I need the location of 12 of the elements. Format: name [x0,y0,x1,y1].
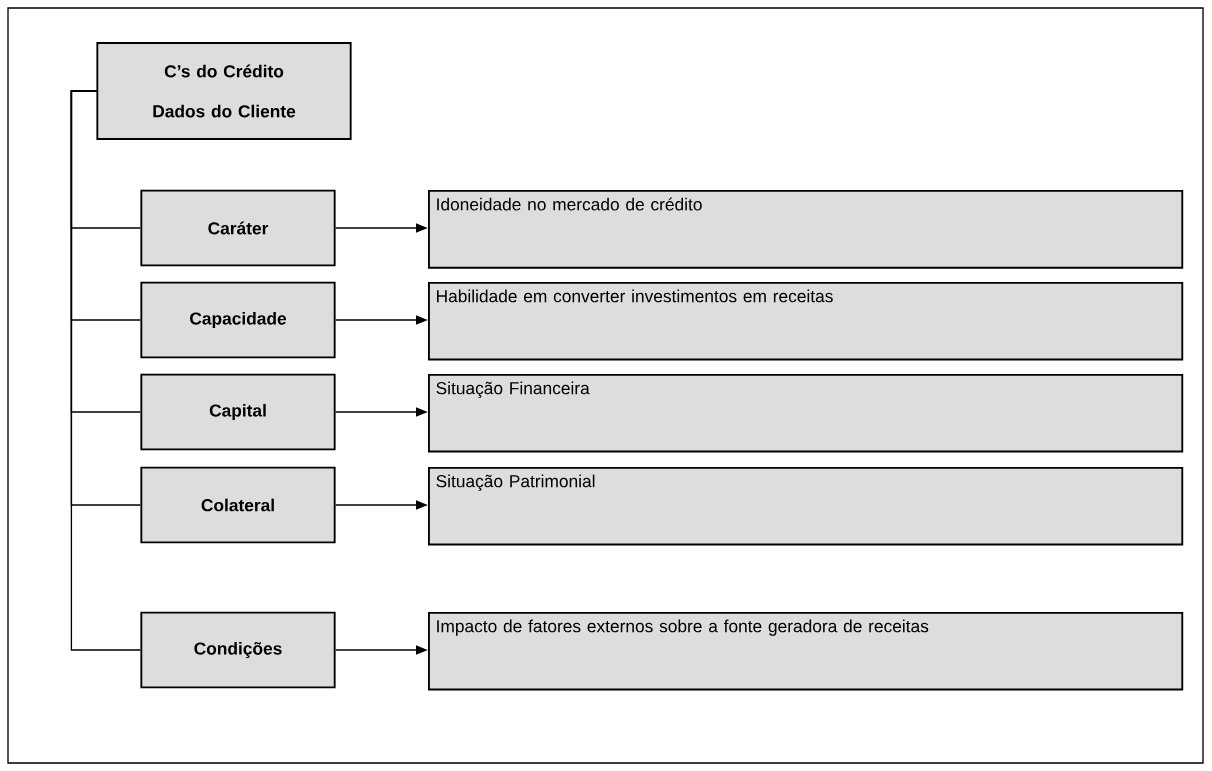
header-box: C’s do Crédito Dados do Cliente [96,42,352,140]
criterion-box: Capacidade [140,281,336,359]
description-box: Situação Patrimonial [428,467,1184,546]
criterion-box: Colateral [140,466,336,544]
description-box: Habilidade em converter investimentos em receitas [428,282,1184,361]
description-box: Impacto de fatores externos sobre a fonte geradora de receitas [428,612,1184,691]
criterion-box: Caráter [140,189,336,267]
connector-line [70,90,142,651]
description-box: Idoneidade no mercado de crédito [428,190,1184,269]
criterion-box: Capital [140,373,336,451]
description-box: Situação Financeira [428,374,1184,453]
criterion-box: Condições [140,611,336,689]
